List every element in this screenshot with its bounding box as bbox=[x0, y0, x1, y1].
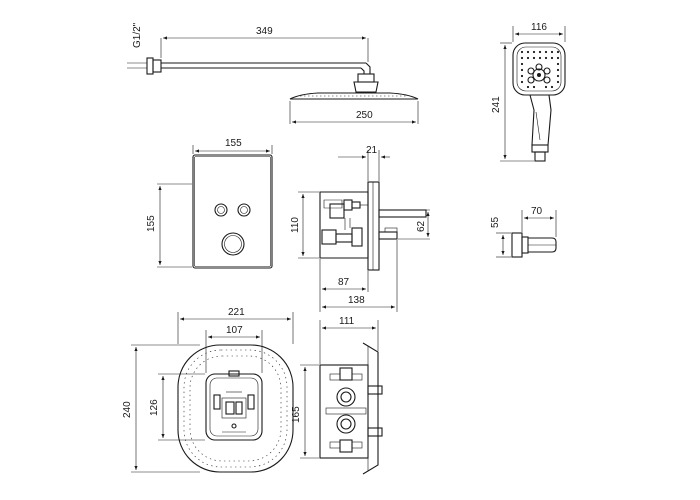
dim-box-depth-138: 138 bbox=[348, 295, 365, 306]
dim-body-inner-width: 107 bbox=[226, 325, 243, 336]
thermostat-knob bbox=[221, 232, 245, 256]
dim-outlet-height: 62 bbox=[416, 220, 427, 232]
shower-arm-view bbox=[146, 57, 419, 100]
dim-elbow-height: 55 bbox=[490, 216, 501, 228]
dim-body-height: 240 bbox=[122, 401, 133, 418]
cover-plate-view bbox=[192, 154, 273, 269]
diverter-button-2 bbox=[237, 203, 251, 217]
wall-elbow-view bbox=[511, 232, 557, 258]
dim-arm-thread: G1/2" bbox=[132, 22, 143, 48]
dim-head-width: 250 bbox=[356, 110, 373, 121]
dim-side-height: 165 bbox=[291, 406, 302, 423]
dim-box-depth-top: 21 bbox=[366, 145, 378, 156]
hand-shower-view bbox=[512, 42, 566, 162]
dim-body-width: 221 bbox=[228, 307, 245, 318]
dim-box-height: 110 bbox=[290, 217, 301, 233]
box-side-view bbox=[319, 181, 427, 271]
dim-hand-width: 116 bbox=[531, 22, 547, 33]
dim-plate-height: 155 bbox=[146, 215, 157, 232]
dim-plate-width: 155 bbox=[225, 138, 242, 149]
dim-body-inner-height: 126 bbox=[149, 399, 160, 416]
dim-elbow-depth: 70 bbox=[531, 206, 543, 217]
dim-box-depth-87: 87 bbox=[338, 277, 350, 288]
dim-side-depth: 111 bbox=[339, 316, 355, 327]
diverter-button-1 bbox=[214, 203, 228, 217]
dim-arm-length: 349 bbox=[256, 26, 273, 37]
concealed-body-side-view bbox=[319, 342, 383, 475]
concealed-body-view bbox=[177, 344, 294, 473]
dim-hand-height: 241 bbox=[491, 96, 502, 113]
